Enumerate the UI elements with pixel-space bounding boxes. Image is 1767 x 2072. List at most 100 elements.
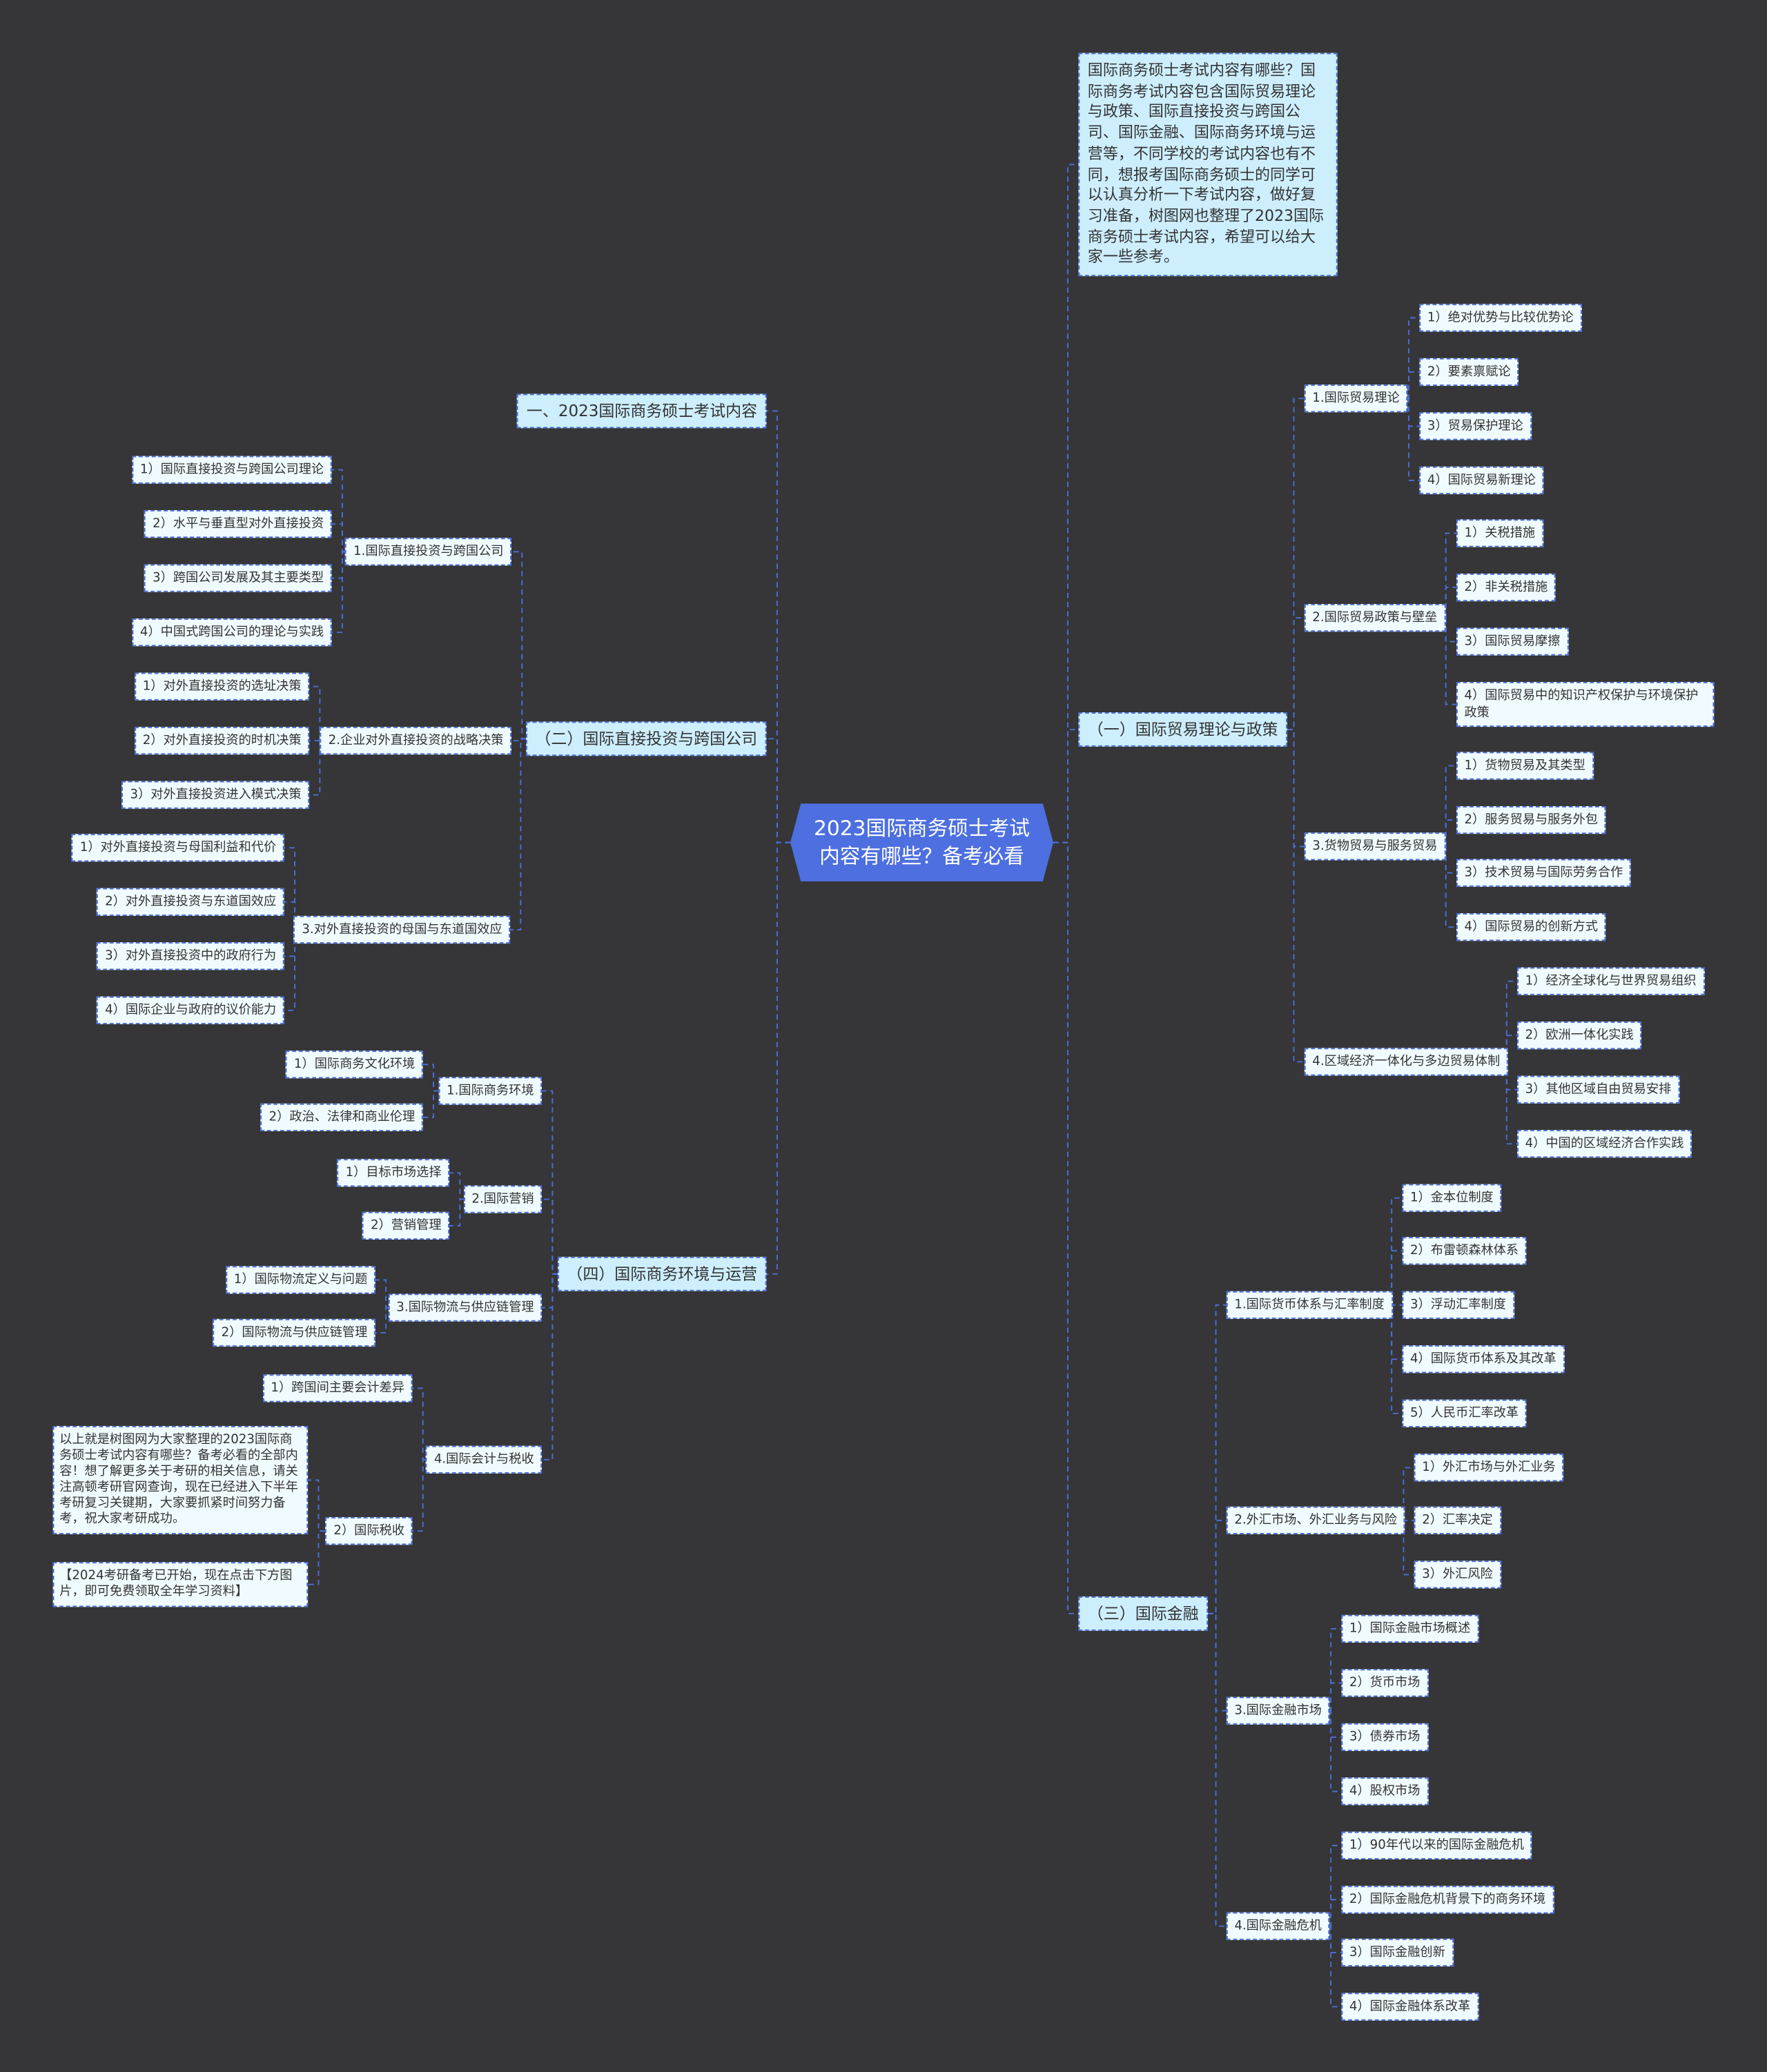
- leaf-node[interactable]: 2）对外直接投资的时机决策: [135, 727, 310, 755]
- connector-line: [308, 1530, 326, 1585]
- branch-exam-content[interactable]: 一、2023国际商务硕士考试内容: [517, 393, 767, 429]
- leaf-node[interactable]: 3）其他区域自由贸易安排: [1517, 1075, 1679, 1104]
- topic-node[interactable]: 4.国际会计与税收: [426, 1445, 543, 1474]
- leaf-node[interactable]: 3）技术贸易与国际劳务合作: [1456, 859, 1631, 887]
- connector-line: [284, 929, 295, 1011]
- leaf-node[interactable]: 1）90年代以来的国际金融危机: [1341, 1831, 1532, 1859]
- leaf-node[interactable]: 1）跨国间主要会计差异: [262, 1374, 413, 1402]
- leaf-node[interactable]: 2）水平与垂直型对外直接投资: [144, 510, 332, 538]
- branch-fdi-multinational[interactable]: （二）国际直接投资与跨国公司: [526, 721, 767, 756]
- topic-node[interactable]: 1.国际商务环境: [438, 1077, 543, 1105]
- connector-line: [331, 469, 345, 553]
- topic-node[interactable]: 2.外汇市场、外汇业务与风险: [1226, 1506, 1405, 1534]
- leaf-node[interactable]: 3）对外直接投资进入模式决策: [122, 781, 310, 809]
- intro-note[interactable]: 国际商务硕士考试内容有哪些？国际商务考试内容包含国际贸易理论与政策、国际直接投资…: [1078, 52, 1338, 277]
- connector-line: [1053, 164, 1079, 843]
- leaf-node[interactable]: 2）非关税措施: [1456, 573, 1556, 602]
- leaf-node[interactable]: 2）汇率决定: [1414, 1506, 1501, 1534]
- topic-node[interactable]: 1.国际直接投资与跨国公司: [345, 538, 511, 566]
- leaf-node[interactable]: 2）营销管理: [362, 1211, 449, 1240]
- leaf-node[interactable]: 2）要素禀赋论: [1419, 358, 1519, 387]
- topic-node[interactable]: 2.国际贸易政策与壁垒: [1304, 604, 1445, 632]
- connector-line: [1403, 1467, 1414, 1521]
- topic-node[interactable]: 3.对外直接投资的母国与东道国效应: [293, 915, 511, 944]
- connector-line: [308, 1479, 326, 1532]
- leaf-node[interactable]: 3）跨国公司发展及其主要类型: [144, 564, 332, 592]
- leaf-node[interactable]: 1）国际金融市场概述: [1341, 1614, 1478, 1643]
- leaf-node[interactable]: 4）国际金融体系改革: [1341, 1993, 1478, 2021]
- leaf-node[interactable]: 4）股权市场: [1341, 1777, 1428, 1806]
- connector-line: [542, 1273, 558, 1460]
- leaf-node[interactable]: 2）服务贸易与服务外包: [1456, 805, 1606, 834]
- topic-node[interactable]: 3.国际金融市场: [1226, 1697, 1330, 1725]
- connector-line: [1329, 1710, 1342, 1738]
- leaf-node[interactable]: 2）布雷顿森林体系: [1402, 1237, 1527, 1265]
- leaf-node[interactable]: 1）货物贸易及其类型: [1456, 752, 1594, 780]
- branch-trade-theory[interactable]: （一）国际贸易理论与政策: [1078, 712, 1287, 747]
- topic-node[interactable]: 2.国际营销: [463, 1185, 543, 1213]
- topic-node[interactable]: 4.国际金融危机: [1226, 1912, 1330, 1940]
- leaf-node[interactable]: 1）对外直接投资与母国利益和代价: [72, 834, 284, 862]
- connector-line: [412, 1458, 426, 1532]
- leaf-node[interactable]: 2）对外直接投资与东道国效应: [97, 888, 284, 916]
- connector-line: [375, 1307, 389, 1333]
- connector-line: [1445, 618, 1456, 643]
- promo-note[interactable]: 【2024考研备考已开始，现在点击下方图片，即可免费领取全年学习资料】: [52, 1562, 309, 1607]
- leaf-node[interactable]: 3）贸易保护理论: [1419, 412, 1532, 440]
- topic-node[interactable]: 3.货物贸易与服务贸易: [1304, 832, 1445, 861]
- connector-line: [510, 738, 527, 930]
- leaf-node[interactable]: 1）国际商务文化环境: [286, 1050, 423, 1079]
- leaf-node[interactable]: 1）国际直接投资与跨国公司理论: [132, 456, 332, 484]
- topic-node[interactable]: 1.国际货币体系与汇率制度: [1226, 1291, 1393, 1319]
- branch-international-finance[interactable]: （三）国际金融: [1078, 1596, 1209, 1631]
- leaf-node[interactable]: 4）中国式跨国公司的理论与实践: [132, 618, 332, 647]
- topic-node[interactable]: 1.国际贸易理论: [1304, 384, 1408, 413]
- leaf-node[interactable]: 2）政治、法律和商业伦理: [261, 1103, 423, 1131]
- leaf-node[interactable]: 4）中国的区域经济合作实践: [1517, 1130, 1692, 1158]
- connector-line: [1391, 1304, 1403, 1360]
- leaf-node[interactable]: 3）外汇风险: [1414, 1561, 1501, 1589]
- leaf-node[interactable]: 3）浮动汇率制度: [1402, 1291, 1514, 1319]
- leaf-node[interactable]: 3）债券市场: [1341, 1723, 1428, 1751]
- connector-line: [1329, 1682, 1342, 1712]
- leaf-node[interactable]: 1）目标市场选择: [338, 1159, 449, 1187]
- leaf-node[interactable]: 1）绝对优势与比较优势论: [1419, 304, 1582, 332]
- leaf-node[interactable]: 2）欧洲一体化实践: [1517, 1022, 1642, 1050]
- connector-line: [1407, 317, 1420, 400]
- root-topic[interactable]: 2023国际商务硕士考试内容有哪些？备考必看: [790, 803, 1054, 882]
- leaf-node[interactable]: 1）关税措施: [1456, 519, 1543, 547]
- connector-line: [1445, 618, 1456, 705]
- leaf-node[interactable]: 2）货币市场: [1341, 1669, 1428, 1697]
- leaf-node[interactable]: 4）国际货币体系及其改革: [1402, 1345, 1565, 1374]
- leaf-node[interactable]: 1）国际物流定义与问题: [226, 1266, 375, 1294]
- leaf-node[interactable]: 1）金本位制度: [1402, 1184, 1502, 1212]
- leaf-node[interactable]: 3）国际贸易摩擦: [1456, 627, 1568, 656]
- leaf-node[interactable]: 2）国际税收: [325, 1517, 413, 1545]
- leaf-node[interactable]: 2）国际金融危机背景下的商务环境: [1341, 1886, 1554, 1914]
- leaf-node[interactable]: 4）国际贸易的创新方式: [1456, 913, 1606, 941]
- leaf-node[interactable]: 3）对外直接投资中的政府行为: [97, 942, 284, 970]
- leaf-node[interactable]: 1）对外直接投资的选址决策: [135, 672, 310, 701]
- leaf-node[interactable]: 5）人民币汇率改革: [1402, 1399, 1527, 1427]
- topic-node[interactable]: 4.区域经济一体化与多边贸易体制: [1304, 1048, 1508, 1076]
- branch-business-environment[interactable]: （四）国际商务环境与运营: [557, 1256, 767, 1291]
- connector-line: [1445, 846, 1456, 874]
- topic-node[interactable]: 3.国际物流与供应链管理: [388, 1293, 543, 1322]
- leaf-node[interactable]: 2）国际物流与供应链管理: [213, 1318, 375, 1347]
- leaf-node[interactable]: 3）国际金融创新: [1341, 1938, 1454, 1967]
- leaf-node[interactable]: 1）经济全球化与世界贸易组织: [1517, 967, 1705, 995]
- connector-line: [1407, 398, 1420, 481]
- leaf-node[interactable]: 4）国际企业与政府的议价能力: [97, 996, 284, 1024]
- connector-line: [1329, 1628, 1342, 1712]
- connector-line: [1505, 1061, 1518, 1091]
- connector-line: [375, 1279, 389, 1309]
- closing-note[interactable]: 以上就是树图网为大家整理的2023国际商务硕士考试内容有哪些？备考必看的全部内容…: [52, 1425, 309, 1534]
- leaf-node[interactable]: 1）外汇市场与外汇业务: [1414, 1454, 1564, 1482]
- leaf-node[interactable]: 4）国际贸易新理论: [1419, 466, 1544, 495]
- connector-line: [1391, 1304, 1403, 1414]
- topic-node[interactable]: 2.企业对外直接投资的战略决策: [320, 727, 511, 755]
- connector-line: [309, 685, 321, 741]
- connector-line: [1208, 1612, 1227, 1712]
- connector-line: [1287, 398, 1305, 730]
- leaf-node[interactable]: 4）国际贸易中的知识产权保护与环境保护政策: [1456, 681, 1715, 727]
